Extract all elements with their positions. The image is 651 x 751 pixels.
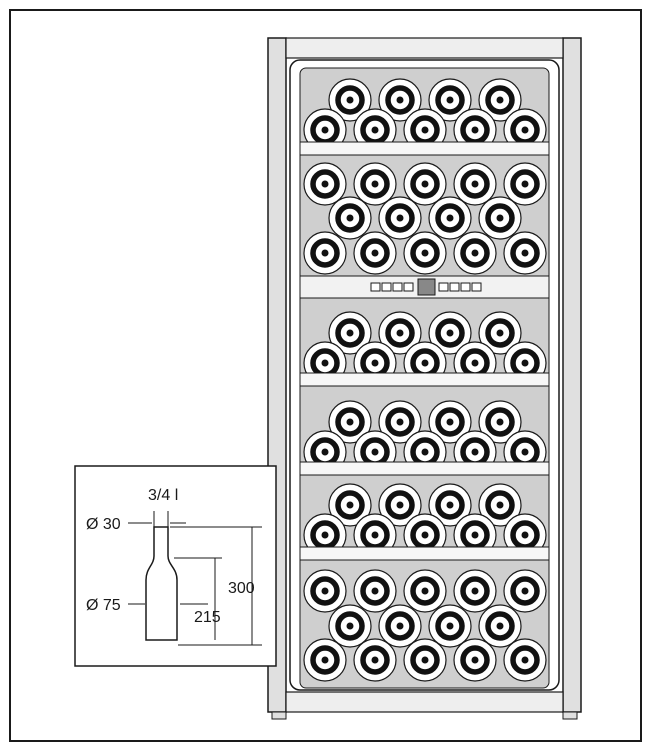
bottle-dimension-inset: 3/4 l Ø 30 Ø 75 215 300 xyxy=(74,465,277,667)
cabinet-bottom xyxy=(285,691,564,713)
wine-bottle xyxy=(428,78,472,122)
control-panel xyxy=(299,275,550,299)
shelf xyxy=(299,546,550,561)
wine-bottle xyxy=(378,604,422,648)
control-indicator xyxy=(438,282,449,292)
wine-bottle xyxy=(478,604,522,648)
control-indicator xyxy=(449,282,460,292)
wine-bottle xyxy=(503,162,547,206)
wine-bottle xyxy=(353,638,397,682)
wine-bottle xyxy=(378,483,422,527)
wine-bottle xyxy=(328,311,372,355)
wine-bottle xyxy=(328,483,372,527)
wine-bottle xyxy=(428,604,472,648)
wine-bottle xyxy=(328,78,372,122)
wine-bottle xyxy=(403,162,447,206)
wine-bottle xyxy=(453,162,497,206)
wine-bottle xyxy=(403,569,447,613)
shelf xyxy=(299,461,550,476)
wine-bottle xyxy=(478,196,522,240)
wine-bottle xyxy=(303,162,347,206)
control-indicator xyxy=(370,282,381,292)
wine-bottle xyxy=(303,231,347,275)
control-indicator xyxy=(460,282,471,292)
right-foot xyxy=(562,711,578,720)
wine-bottle xyxy=(428,311,472,355)
control-indicator xyxy=(392,282,403,292)
wine-bottle xyxy=(403,638,447,682)
wine-bottle xyxy=(328,604,372,648)
shelf xyxy=(299,141,550,156)
bottle-rack xyxy=(303,78,547,682)
wine-bottle xyxy=(378,196,422,240)
wine-bottle xyxy=(353,569,397,613)
wine-bottle xyxy=(303,569,347,613)
wine-bottle xyxy=(428,400,472,444)
wine-bottle xyxy=(403,108,447,152)
wine-bottle xyxy=(478,311,522,355)
wine-bottle xyxy=(478,483,522,527)
cabinet-right-post xyxy=(562,37,582,713)
wine-bottle xyxy=(353,162,397,206)
control-indicator xyxy=(471,282,482,292)
wine-bottle xyxy=(403,231,447,275)
wine-bottle xyxy=(378,311,422,355)
wine-bottle xyxy=(478,400,522,444)
cabinet-top xyxy=(285,37,564,59)
left-foot xyxy=(271,711,287,720)
wine-bottle xyxy=(428,196,472,240)
wine-bottle xyxy=(503,231,547,275)
control-display xyxy=(417,278,436,296)
shelf xyxy=(299,372,550,387)
neck-diameter-label: Ø 30 xyxy=(86,516,121,533)
shelf-group xyxy=(299,141,550,561)
wine-bottle xyxy=(453,231,497,275)
control-indicator xyxy=(403,282,414,292)
wine-bottle xyxy=(428,483,472,527)
wine-bottle xyxy=(303,638,347,682)
wine-bottle xyxy=(378,400,422,444)
volume-label: 3/4 l xyxy=(148,487,178,504)
wine-bottle xyxy=(503,638,547,682)
wine-bottle xyxy=(378,78,422,122)
wine-bottle xyxy=(328,196,372,240)
total-height-label: 300 xyxy=(228,580,255,597)
body-diameter-label: Ø 75 xyxy=(86,597,121,614)
wine-bottle xyxy=(478,78,522,122)
wine-bottle xyxy=(353,231,397,275)
bottle-outline xyxy=(145,526,178,641)
wine-bottle xyxy=(453,638,497,682)
wine-bottle xyxy=(503,569,547,613)
shoulder-height-label: 215 xyxy=(194,609,221,626)
wine-bottle xyxy=(328,400,372,444)
wine-bottle xyxy=(453,569,497,613)
control-indicator xyxy=(381,282,392,292)
